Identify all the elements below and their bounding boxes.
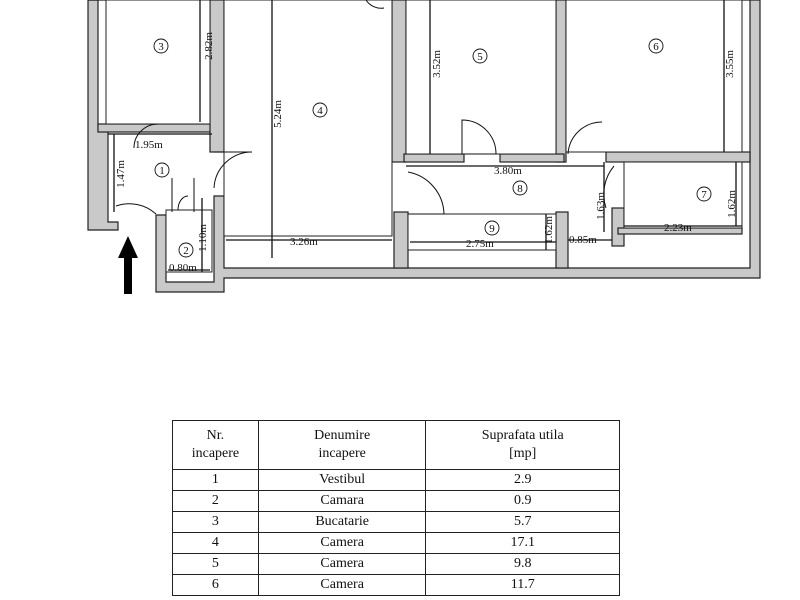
room-number-2: 2: [178, 242, 194, 258]
room-numbers: 1 2 3 4 5 6 7 8 9: [153, 38, 712, 258]
room-number-5: 5: [472, 48, 488, 64]
table-cell: 3: [172, 511, 259, 533]
dimension-label: 2.75m: [466, 238, 494, 250]
table-cell: 2.9: [425, 469, 620, 491]
up-arrow-icon: [118, 236, 138, 294]
svg-text:7: 7: [701, 189, 707, 201]
room-number-4: 4: [312, 102, 328, 118]
room-number-7: 7: [696, 186, 712, 202]
walls: [87, 0, 761, 293]
room-number-8: 8: [512, 180, 528, 196]
table-cell: 9.8: [425, 553, 620, 575]
svg-text:1: 1: [159, 165, 165, 177]
rooms: [105, 0, 743, 273]
dimension-label: 2.23m: [664, 222, 692, 234]
dimension-labels: 2.82m 1.95m 5.24m 3.52m 3.55m 1.47m 1.10…: [115, 32, 738, 274]
dimension-label: 1.10m: [197, 224, 209, 252]
floor-plan: 2.82m 1.95m 5.24m 3.52m 3.55m 1.47m 1.10…: [87, 0, 761, 294]
dimension-label: 1.63m: [595, 192, 607, 220]
dimension-label: 5.24m: [272, 100, 284, 128]
svg-text:3: 3: [158, 41, 164, 53]
room-number-3: 3: [153, 38, 169, 54]
dimension-label: 3.80m: [494, 165, 522, 177]
svg-text:4: 4: [317, 105, 323, 117]
svg-text:6: 6: [653, 41, 659, 53]
table-cell: 4: [172, 532, 259, 554]
table-cell: Camara: [257, 490, 427, 512]
dimension-label: 3.55m: [724, 50, 736, 78]
room-number-6: 6: [648, 38, 664, 54]
svg-text:8: 8: [517, 183, 523, 195]
table-cell: 17.1: [425, 532, 620, 554]
table-cell: 11.7: [425, 574, 620, 596]
table-cell: Camera: [257, 532, 427, 554]
dimension-label: 3.52m: [431, 50, 443, 78]
table-cell: Camera: [257, 553, 427, 575]
table-cell: 2: [172, 490, 259, 512]
header-usable-area: Suprafata utila[mp]: [425, 420, 620, 470]
room-number-1: 1: [154, 162, 170, 178]
table-cell: 0.9: [425, 490, 620, 512]
dimension-label: 0.85m: [569, 234, 597, 246]
svg-text:2: 2: [183, 245, 189, 257]
dimension-label: 1.47m: [115, 160, 127, 188]
dimension-label: 3.26m: [290, 236, 318, 248]
dimension-label: 1.62m: [726, 190, 738, 218]
dimension-label: 0.80m: [169, 262, 197, 274]
header-room-number: Nr.incapere: [172, 420, 259, 470]
table-cell: Bucatarie: [257, 511, 427, 533]
table-cell: 5.7: [425, 511, 620, 533]
svg-text:5: 5: [477, 51, 483, 63]
table-cell: 5: [172, 553, 259, 575]
dimension-label: 1.95m: [135, 139, 163, 151]
room-number-9: 9: [484, 220, 500, 236]
dimension-label: 2.82m: [203, 32, 215, 60]
table-cell: 6: [172, 574, 259, 596]
table-cell: 1: [172, 469, 259, 491]
dimension-label: 1.62m: [543, 216, 555, 244]
dimension-lines: [108, 0, 742, 272]
svg-text:9: 9: [489, 223, 495, 235]
table-cell: Camera: [257, 574, 427, 596]
table-cell: Vestibul: [257, 469, 427, 491]
